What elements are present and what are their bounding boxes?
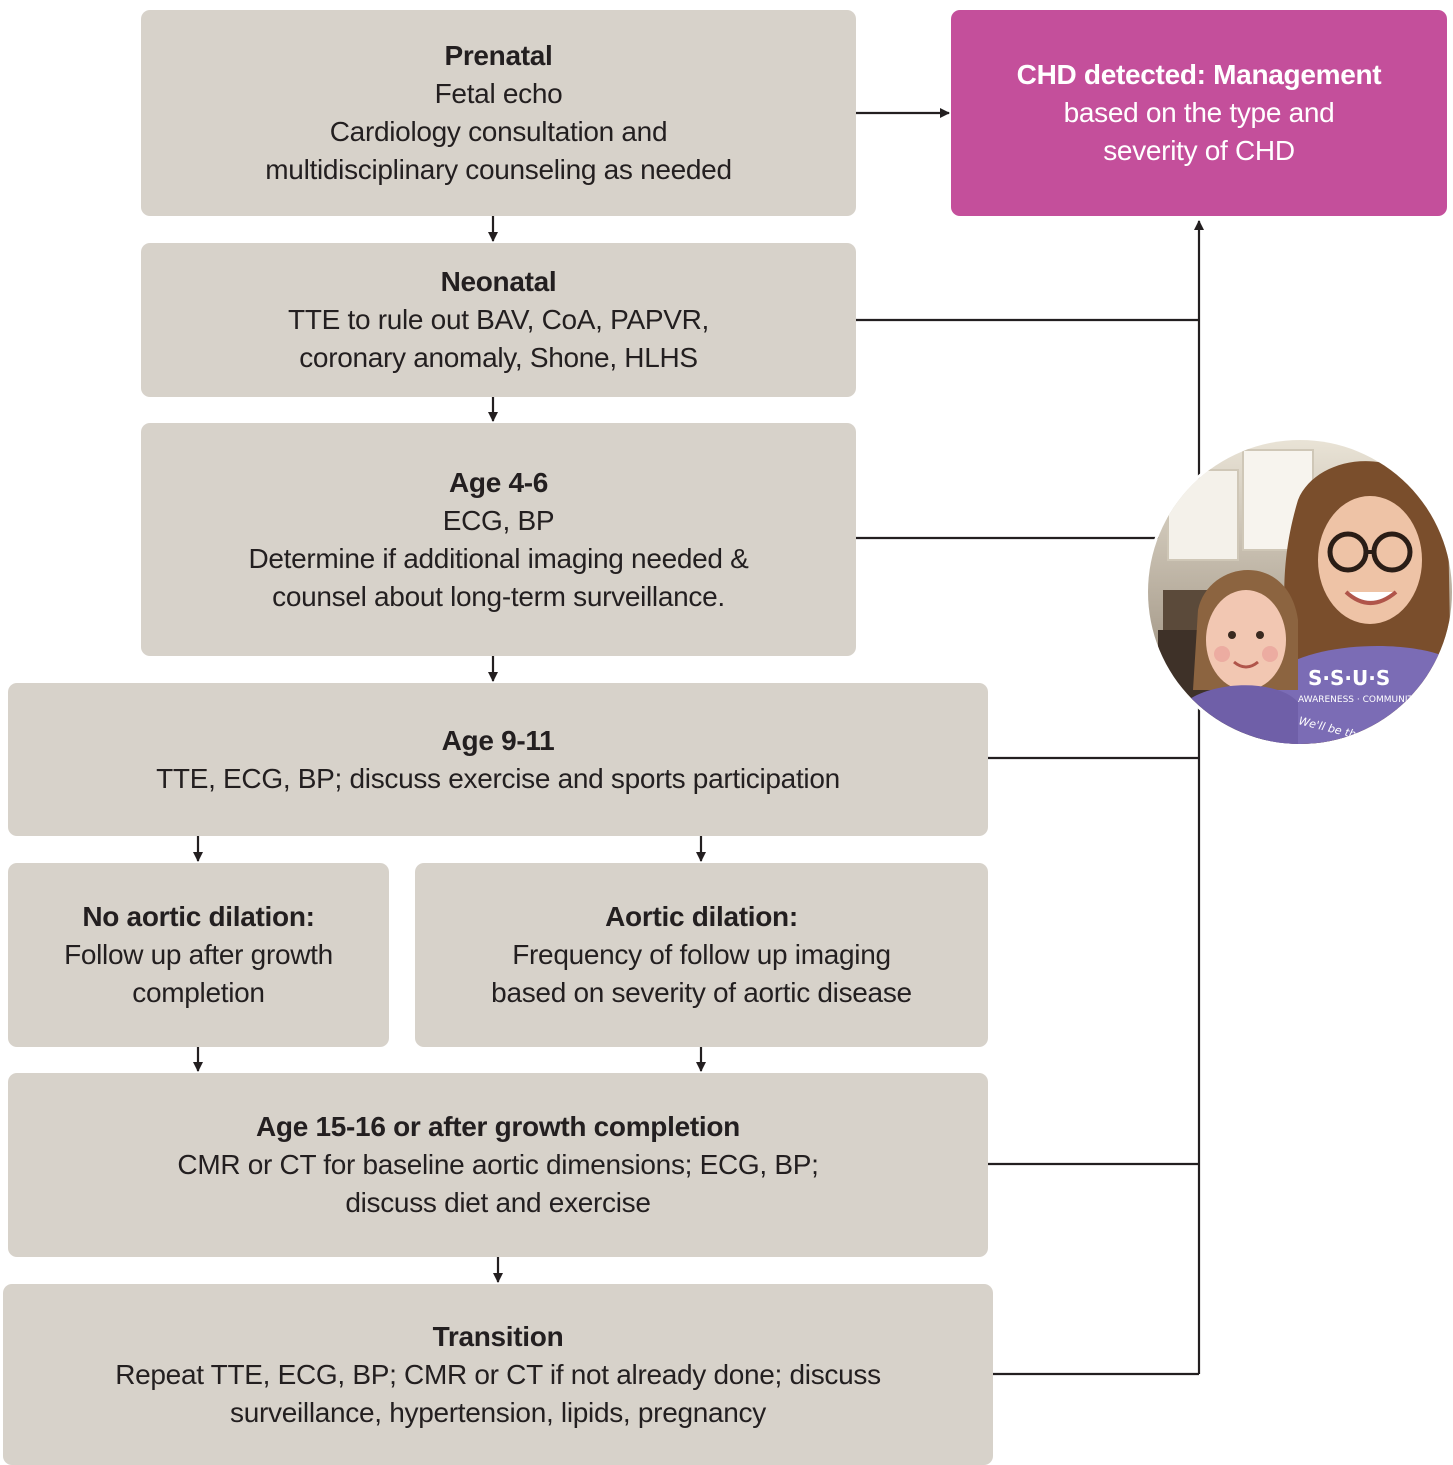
management-line-2: severity of CHD xyxy=(1103,135,1295,166)
no-aortic-dilation-title: No aortic dilation: xyxy=(82,901,315,932)
management-title: CHD detected: Management xyxy=(1016,59,1382,90)
neonatal-box: Neonatal TTE to rule out BAV, CoA, PAPVR… xyxy=(141,243,856,397)
prenatal-line-1: Fetal echo xyxy=(434,78,563,109)
aortic-dilation-line-1: Frequency of follow up imaging xyxy=(512,939,891,970)
transition-line-2: surveillance, hypertension, lipids, preg… xyxy=(230,1396,766,1428)
aortic-dilation-title: Aortic dilation: xyxy=(605,901,798,932)
aortic-dilation-box: Aortic dilation: Frequency of follow up … xyxy=(415,863,988,1047)
family-photo-illustration: S·S·U·S AWARENESS · COMMUNITY We'll be t… xyxy=(1148,440,1452,744)
family-photo: S·S·U·S AWARENESS · COMMUNITY We'll be t… xyxy=(1145,437,1453,747)
prenatal-box: Prenatal Fetal echo Cardiology consultat… xyxy=(141,10,856,216)
neonatal-line-1: TTE to rule out BAV, CoA, PAPVR, xyxy=(288,304,709,335)
prenatal-title: Prenatal xyxy=(444,40,553,71)
no-aortic-dilation-line-2: completion xyxy=(132,977,265,1008)
shirt-text: S·S·U·S xyxy=(1308,666,1390,690)
no-aortic-dilation-box: No aortic dilation: Follow up after grow… xyxy=(8,863,389,1047)
age-4-6-line-3: counsel about long-term surveillance. xyxy=(272,580,725,612)
neonatal-line-2: coronary anomaly, Shone, HLHS xyxy=(299,342,698,373)
age-15-16-title: Age 15-16 or after growth completion xyxy=(256,1111,740,1142)
prenatal-line-2: Cardiology consultation and xyxy=(329,116,668,147)
management-line-1: based on the type and xyxy=(1063,97,1335,128)
age-4-6-box: Age 4-6 ECG, BP Determine if additional … xyxy=(141,423,856,656)
age-15-16-box: Age 15-16 or after growth completion CMR… xyxy=(8,1073,988,1257)
age-9-11-line-1: TTE, ECG, BP; discuss exercise and sport… xyxy=(156,762,840,794)
transition-box: Transition Repeat TTE, ECG, BP; CMR or C… xyxy=(3,1284,993,1465)
prenatal-line-3: multidisciplinary counseling as needed xyxy=(265,154,732,185)
age-9-11-title: Age 9-11 xyxy=(441,724,555,756)
neonatal-title: Neonatal xyxy=(440,266,557,297)
transition-line-1: Repeat TTE, ECG, BP; CMR or CT if not al… xyxy=(115,1358,881,1390)
age-4-6-title: Age 4-6 xyxy=(448,466,549,498)
aortic-dilation-line-2: based on severity of aortic disease xyxy=(491,977,912,1008)
age-15-16-line-1: CMR or CT for baseline aortic dimensions… xyxy=(177,1149,819,1180)
no-aortic-dilation-line-1: Follow up after growth xyxy=(64,939,333,970)
transition-title: Transition xyxy=(432,1320,564,1352)
age-4-6-line-1: ECG, BP xyxy=(442,504,555,536)
shirt-tagline: AWARENESS · COMMUNITY xyxy=(1298,695,1419,705)
management-box: CHD detected: Management based on the ty… xyxy=(951,10,1447,216)
age-15-16-line-2: discuss diet and exercise xyxy=(345,1187,651,1218)
age-4-6-line-2: Determine if additional imaging needed & xyxy=(248,542,749,574)
age-9-11-box: Age 9-11 TTE, ECG, BP; discuss exercise … xyxy=(8,683,988,836)
